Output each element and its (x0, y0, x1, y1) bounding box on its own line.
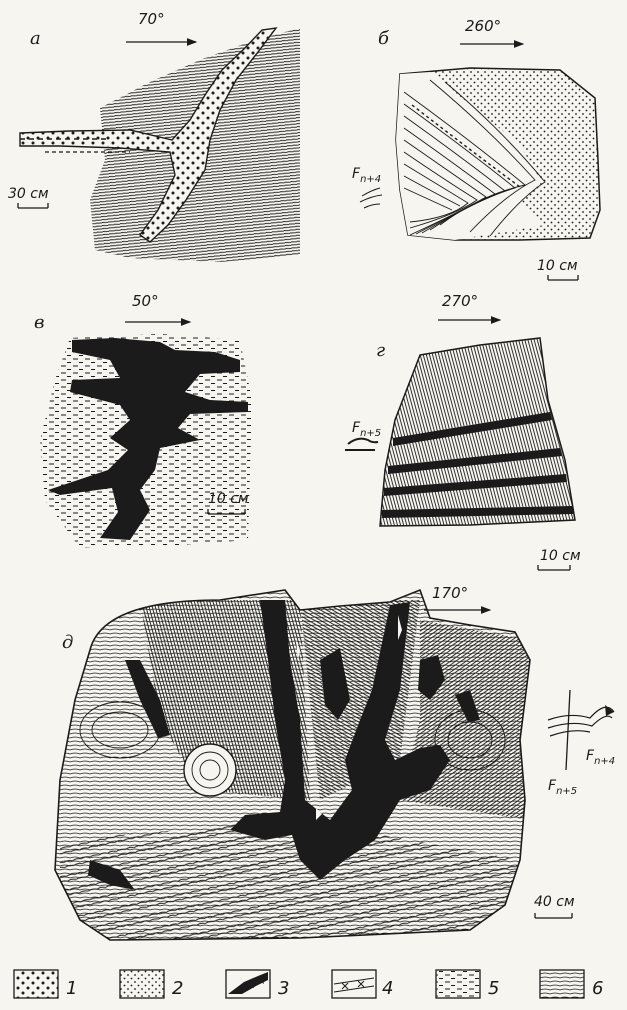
panel-g-fold-label: Fn+5 (352, 420, 381, 439)
panel-b-letter: б (378, 28, 390, 49)
panel-d: д 170° (40, 580, 615, 950)
legend-number-3: 3 (278, 978, 289, 999)
legend-item-1: 1 (14, 970, 77, 999)
legend-swatch-coarse-dots (14, 970, 58, 998)
panel-g-letter: г (376, 340, 385, 361)
legend-item-6: 6 (540, 970, 603, 999)
panel-g-scale-label: 10 см (540, 548, 581, 564)
legend-item-5: 5 (436, 970, 499, 999)
panel-a: а 70° 30 см (8, 10, 300, 262)
legend-swatch-wavy-lines (540, 970, 584, 998)
legend: 1 2 3 4 5 6 (14, 970, 603, 999)
panel-d-letter: д (62, 632, 73, 653)
legend-item-3: 3 (226, 970, 289, 999)
panel-a-scale-label: 30 см (8, 186, 49, 202)
panel-d-fold-label-2: Fn+5 (548, 778, 577, 797)
panel-g-fold-icon (345, 439, 378, 450)
legend-number-4: 4 (382, 978, 393, 999)
panel-b-direction: 260° (465, 17, 501, 35)
panel-b-fold-label: Fn+4 (352, 166, 381, 185)
panel-v-direction: 50° (132, 292, 159, 310)
panel-d-direction: 170° (432, 584, 468, 602)
legend-number-5: 5 (488, 978, 499, 999)
panel-g-direction: 270° (442, 292, 478, 310)
legend-swatch-dashes (436, 970, 480, 998)
panel-b-fold-icon (360, 188, 382, 208)
panel-v: в 50° 10 см (34, 292, 252, 548)
panel-g: г 270° Fn+5 10 см (345, 292, 581, 570)
panel-v-letter: в (34, 312, 44, 333)
panel-d-scale-label: 40 см (534, 894, 575, 910)
legend-number-6: 6 (592, 978, 603, 999)
panel-a-direction: 70° (138, 10, 165, 28)
panel-d-fold-label-1: Fn+4 (586, 748, 615, 767)
panel-b: б 260° Fn+4 10 см (352, 17, 600, 280)
legend-number-1: 1 (66, 978, 77, 999)
legend-swatch-fine-dots (120, 970, 164, 998)
legend-number-2: 2 (172, 978, 183, 999)
legend-item-4: 4 (332, 970, 393, 999)
legend-swatch-crossed-band (332, 970, 376, 998)
panel-v-scale-label: 10 см (208, 491, 249, 507)
panel-a-letter: а (30, 28, 41, 49)
legend-item-2: 2 (120, 970, 183, 999)
panel-b-scale-label: 10 см (537, 258, 578, 274)
